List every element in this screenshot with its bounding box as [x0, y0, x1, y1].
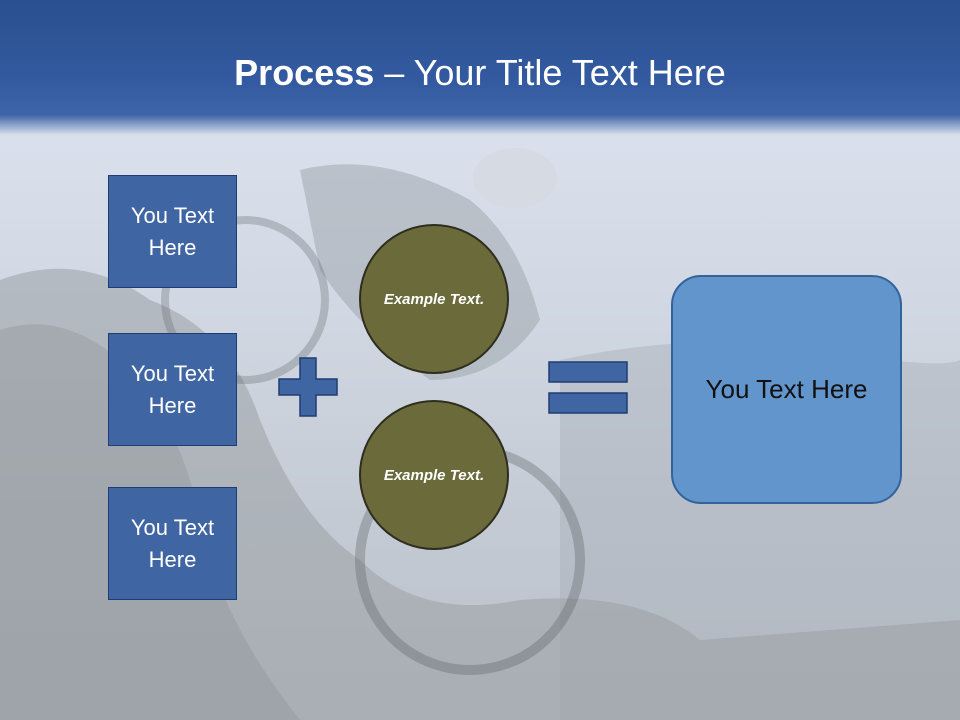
title-bold: Process [234, 52, 375, 93]
page-title: Process – Your Title Text Here [0, 52, 960, 94]
title-separator: – [374, 52, 414, 93]
title-band [0, 0, 960, 135]
equals-icon [548, 361, 628, 414]
process-box-2: You Text Here [108, 333, 237, 446]
example-circle-2: Example Text. [359, 400, 509, 550]
title-rest: Your Title Text Here [413, 52, 726, 93]
process-box-3: You Text Here [108, 487, 237, 600]
result-box: You Text Here [671, 275, 902, 504]
plus-icon [278, 357, 338, 417]
process-box-1: You Text Here [108, 175, 237, 288]
example-circle-1: Example Text. [359, 224, 509, 374]
